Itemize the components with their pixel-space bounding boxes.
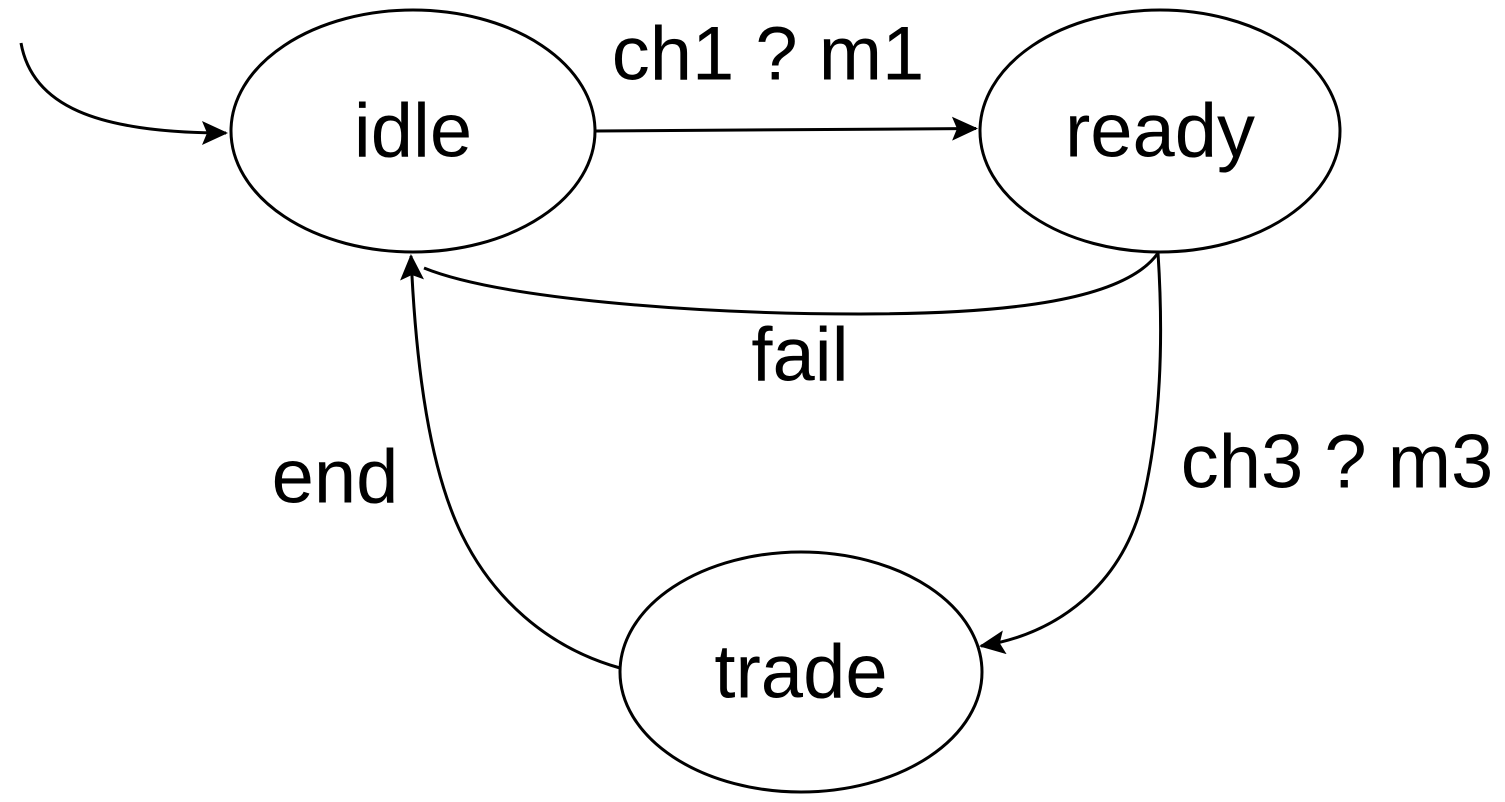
state-ellipse-ready [978,8,1342,254]
state-label-ready: ready [1065,89,1255,174]
transition-path-idle-to-ready [595,116,978,141]
transition-path-initial-to-idle [19,42,228,145]
state-ellipse-trade [618,550,984,794]
transition-path-trade-to-idle [400,254,621,670]
transition-label-trade-to-idle: end [272,435,399,520]
state-ellipse-idle [229,8,597,254]
state-label-idle: idle [354,89,472,174]
transition-path-ready-to-trade [979,252,1163,655]
transition-label-idle-to-ready: ch1 ? m1 [612,12,925,97]
transition-label-ready-to-trade: ch3 ? m3 [1181,420,1494,505]
state-label-trade: trade [714,630,887,715]
transition-path-ready-to-idle [423,252,1160,316]
transition-label-ready-to-idle: fail [751,313,848,398]
